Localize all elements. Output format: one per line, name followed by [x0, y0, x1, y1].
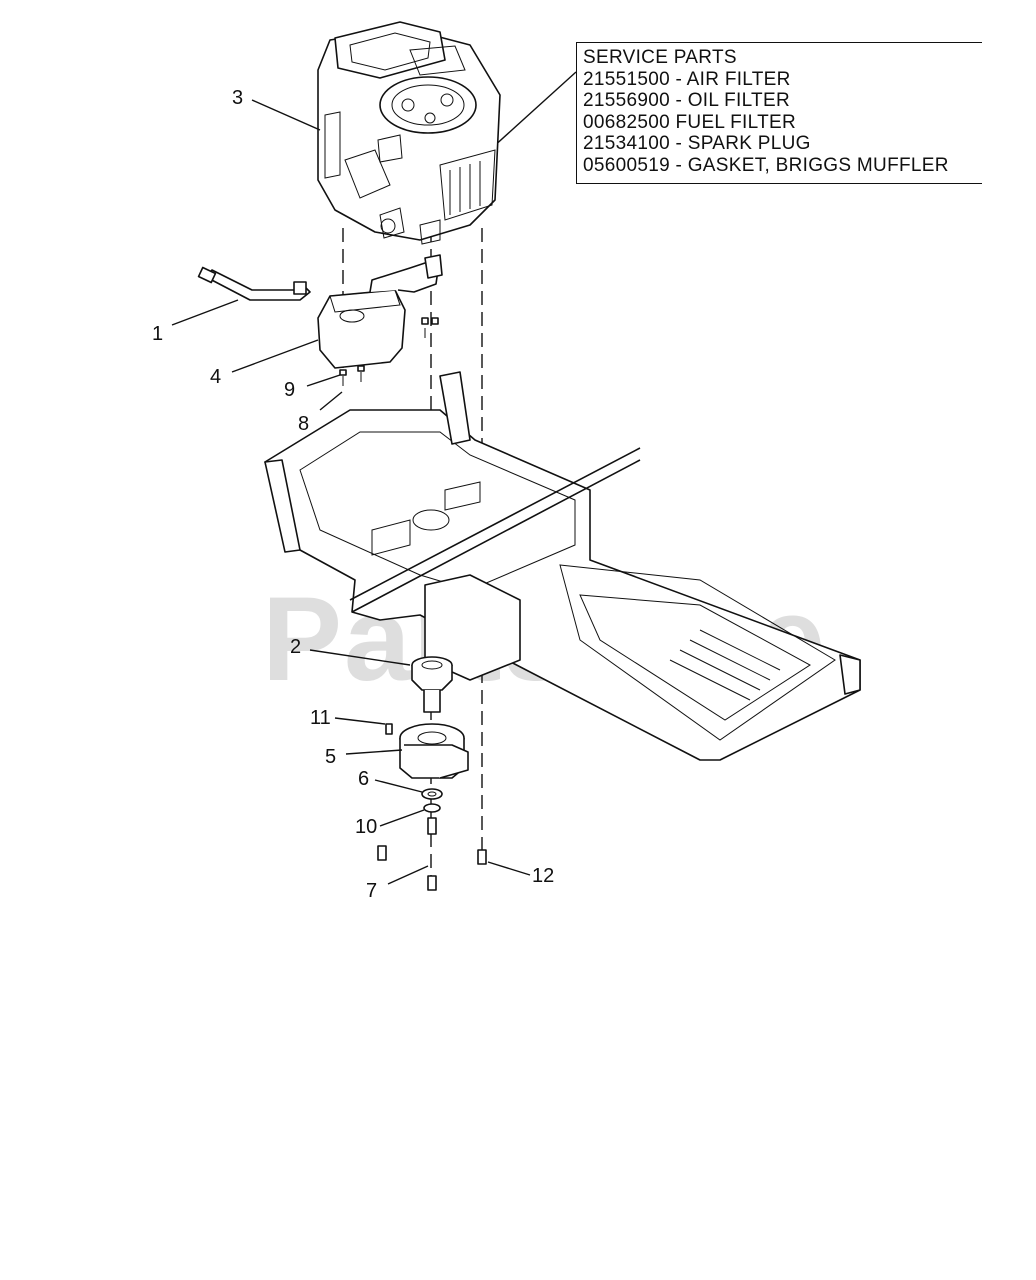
callout-12: 12: [532, 865, 554, 887]
pulley: [411, 656, 453, 713]
callout-7: 7: [366, 880, 377, 902]
callout-4: 4: [210, 366, 221, 388]
leader-8: [319, 391, 343, 411]
callout-5: 5: [325, 746, 336, 768]
callout-11: 11: [310, 707, 331, 729]
service-part-fuel-filter: 00682500 FUEL FILTER: [583, 111, 796, 133]
leader-4: [231, 339, 319, 373]
leader-3: [251, 99, 321, 131]
callout-1: 1: [152, 323, 163, 345]
leader-5: [345, 749, 403, 755]
service-parts-title: SERVICE PARTS: [583, 47, 737, 68]
engine: [317, 21, 501, 245]
service-part-muffler-gasket: 05600519 - GASKET, BRIGGS MUFFLER: [583, 154, 949, 176]
callout-10: 10: [355, 816, 377, 838]
service-part-oil-filter: 21556900 - OIL FILTER: [583, 90, 790, 111]
callout-6: 6: [358, 768, 369, 790]
service-parts-leader: [491, 71, 577, 149]
hardware-stack: [377, 788, 487, 891]
leader-12: [487, 861, 531, 876]
leader-7: [387, 865, 429, 885]
callout-9: 9: [284, 379, 295, 401]
muffler: [317, 254, 443, 369]
pto-clutch: [385, 723, 469, 779]
callout-3: 3: [232, 87, 243, 109]
leader-11: [334, 717, 386, 725]
leader-2: [309, 649, 411, 666]
leader-6: [374, 779, 423, 793]
callout-8: 8: [298, 413, 309, 435]
fuel-line: [197, 266, 311, 301]
leader-10: [379, 809, 425, 827]
mower-frame: [264, 371, 861, 761]
service-parts-box: SERVICE PARTS 21551500 - AIR FILTER 2155…: [576, 42, 982, 184]
callout-2: 2: [290, 636, 301, 658]
service-part-air-filter: 21551500 - AIR FILTER: [583, 68, 791, 90]
leader-1: [171, 299, 239, 326]
leader-9: [306, 374, 341, 387]
muffler-hardware: [339, 317, 439, 386]
service-part-spark-plug: 21534100 - SPARK PLUG: [583, 133, 811, 154]
